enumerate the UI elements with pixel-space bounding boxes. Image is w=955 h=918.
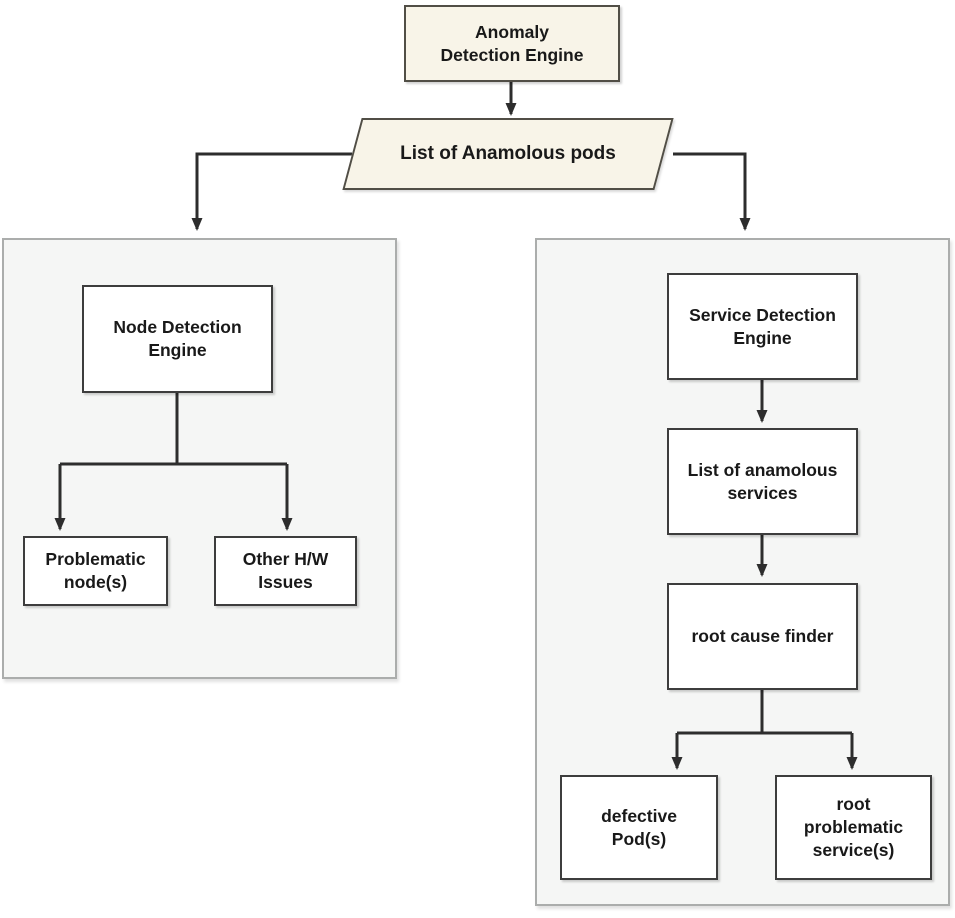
node-problematic-nodes: Problematic node(s) <box>23 536 168 606</box>
problematic-nodes-label: Problematic node(s) <box>45 549 146 592</box>
node-root-cause-finder: root cause finder <box>667 583 858 690</box>
node-node-detection-engine: Node Detection Engine <box>82 285 273 393</box>
service-detection-engine-label: Service Detection Engine <box>689 304 836 348</box>
connector-pods-to-node-group <box>191 152 352 231</box>
node-anomaly-detection-engine: Anomaly Detection Engine <box>404 5 620 82</box>
node-other-hw-issues: Other H/W Issues <box>214 536 357 606</box>
anomaly-detection-engine-label: Anomaly Detection Engine <box>440 21 584 65</box>
connector-node-engine-split <box>60 393 287 466</box>
defective-pods-label: defective Pod(s) <box>601 805 677 849</box>
root-cause-finder-label: root cause finder <box>691 626 834 647</box>
node-root-problematic-services: root problematic service(s) <box>775 775 932 880</box>
node-defective-pods: defective Pod(s) <box>560 775 718 880</box>
node-detection-engine-label: Node Detection Engine <box>113 317 242 360</box>
node-list-of-anomalous-pods: List of Anamolous pods <box>352 118 664 190</box>
node-list-of-anomalous-services: List of anamolous services <box>667 428 858 535</box>
connector-root-cause-split <box>677 690 852 735</box>
other-hw-issues-label: Other H/W Issues <box>242 549 329 592</box>
node-service-detection-engine: Service Detection Engine <box>667 273 858 380</box>
root-problematic-services-label: root problematic service(s) <box>803 794 904 860</box>
list-of-anomalous-pods-label: List of Anamolous pods <box>400 143 616 164</box>
connector-pods-to-service-group <box>673 152 751 231</box>
list-of-anomalous-services-label: List of anamolous services <box>687 459 838 503</box>
